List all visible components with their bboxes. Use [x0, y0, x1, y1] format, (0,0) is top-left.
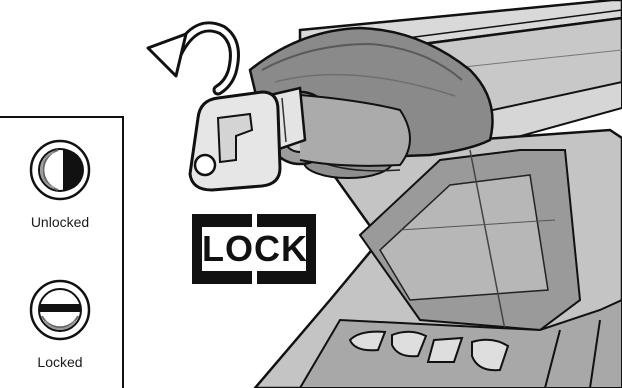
lock-state-legend: Unlocked Locked [0, 116, 124, 388]
unlocked-slot-icon [28, 138, 92, 202]
rotate-ccw-arrow-icon [148, 27, 234, 90]
locked-slot-icon [28, 278, 92, 342]
legend-label-locked: Locked [0, 354, 122, 370]
lock-badge-label: LOCK [202, 227, 306, 271]
legend-label-unlocked: Unlocked [0, 214, 122, 230]
lock-badge: LOCK [192, 214, 316, 284]
key [190, 88, 305, 190]
